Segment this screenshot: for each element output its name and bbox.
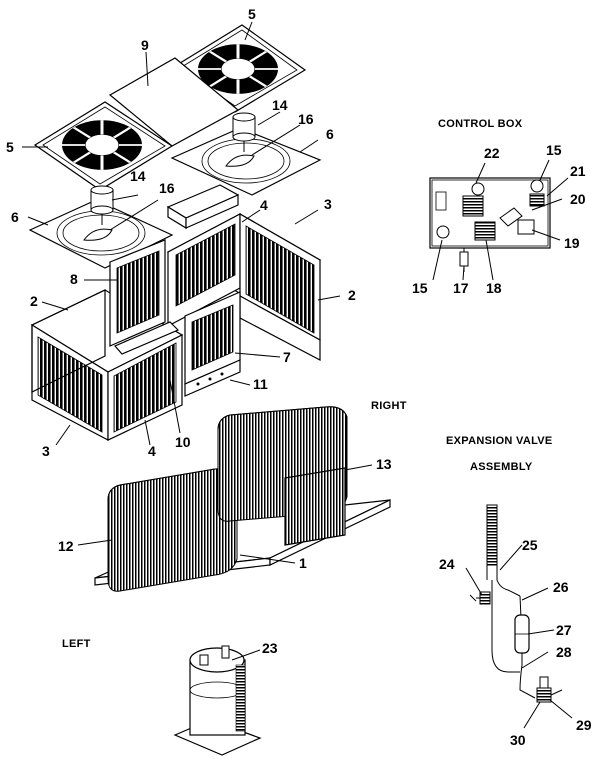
callout-17: 17 — [453, 280, 469, 296]
callout-30: 30 — [510, 732, 526, 748]
callout-3-bottom: 3 — [42, 443, 50, 459]
top-channel-box — [166, 184, 240, 230]
callout-6-left: 6 — [11, 209, 19, 225]
callout-7: 7 — [283, 349, 291, 365]
callout-24: 24 — [439, 556, 455, 572]
control-box-heading: CONTROL BOX — [438, 118, 523, 130]
callout-6-right: 6 — [326, 126, 334, 142]
callout-10: 10 — [175, 434, 191, 450]
callout-15-top: 15 — [546, 142, 562, 158]
top-cover-panel — [108, 57, 240, 147]
control-box — [429, 177, 551, 272]
callout-19: 19 — [564, 235, 580, 251]
callout-4-bottom: 4 — [148, 443, 156, 459]
control-access-panel-7 — [184, 291, 241, 385]
callout-26: 26 — [553, 579, 569, 595]
callout-28: 28 — [556, 644, 572, 660]
callout-5-top: 5 — [248, 6, 256, 22]
left-side-label: LEFT — [62, 638, 91, 650]
divider-panel-10 — [114, 321, 180, 355]
callout-23: 23 — [262, 640, 278, 656]
callout-2-right: 2 — [348, 287, 356, 303]
callout-3-top: 3 — [324, 196, 332, 212]
callout-5-left: 5 — [6, 139, 14, 155]
expansion-valve-heading-line2: ASSEMBLY — [470, 461, 533, 473]
right-side-label: RIGHT — [371, 400, 407, 412]
callout-9: 9 — [141, 37, 149, 53]
callout-21: 21 — [570, 163, 586, 179]
callout-8: 8 — [70, 271, 78, 287]
callout-2-left: 2 — [30, 293, 38, 309]
access-panel-8 — [109, 239, 166, 347]
coil-right — [217, 406, 348, 546]
callout-11: 11 — [253, 376, 268, 392]
callout-15-bottom: 15 — [412, 280, 428, 296]
callout-4-top: 4 — [260, 197, 268, 213]
cabinet-right — [166, 212, 322, 342]
callout-22: 22 — [484, 145, 500, 161]
coil-left — [107, 468, 238, 592]
callout-13: 13 — [376, 456, 392, 472]
callout-29: 29 — [576, 717, 592, 733]
compressor — [173, 645, 262, 756]
callout-1: 1 — [299, 555, 307, 571]
expansion-valve-heading-line1: EXPANSION VALVE — [446, 435, 553, 447]
expansion-valve-assembly — [469, 504, 563, 703]
callout-20: 20 — [570, 191, 586, 207]
fan-grille-left — [33, 101, 174, 191]
callout-27: 27 — [556, 622, 572, 638]
callout-14-right: 14 — [272, 97, 288, 113]
callout-18: 18 — [486, 280, 502, 296]
callout-12: 12 — [58, 538, 74, 554]
callout-14-left: 14 — [130, 168, 146, 184]
callout-16-left: 16 — [159, 180, 175, 196]
fan-orifice-panel-right — [170, 112, 322, 196]
bottom-panel-11 — [184, 359, 241, 397]
callout-25: 25 — [522, 537, 538, 553]
callout-16-right: 16 — [298, 111, 314, 127]
cabinet-left — [30, 289, 184, 441]
leader-lines — [22, 21, 573, 729]
